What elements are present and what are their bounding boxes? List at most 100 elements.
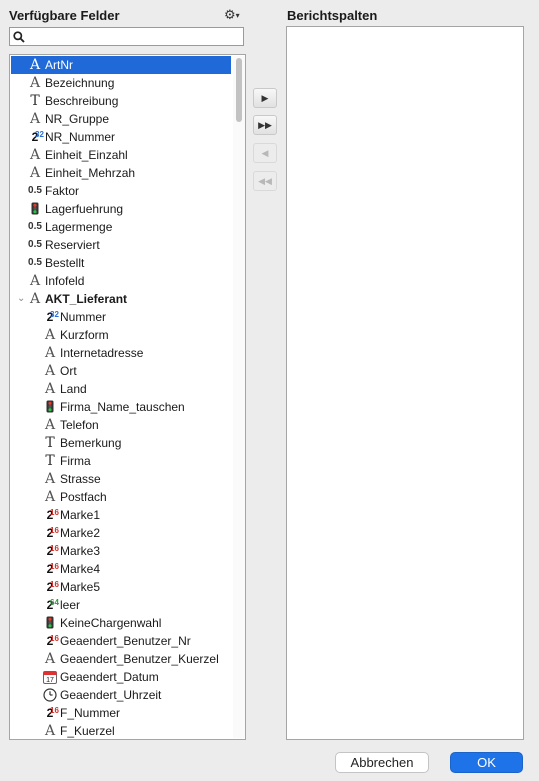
text-field-icon: A — [44, 327, 56, 343]
chevron-down-icon: ▾ — [235, 11, 240, 21]
list-item-label: Marke1 — [60, 508, 101, 522]
search-field[interactable] — [9, 27, 244, 46]
list-item[interactable]: Firma_Name_tauschen — [11, 398, 231, 416]
text-field-icon: A — [29, 273, 41, 289]
list-item[interactable]: 17 Geaendert_Datum — [11, 668, 231, 686]
decimal-field-icon: 0.5 — [28, 239, 42, 250]
list-item-label: Geaendert_Datum — [60, 670, 159, 684]
memo-field-icon: T — [30, 93, 40, 109]
text-field-icon: A — [44, 417, 56, 433]
ok-button[interactable]: OK — [450, 752, 523, 773]
list-item-label: Lagerfuehrung — [45, 202, 124, 216]
boolean-traffic-light-icon — [28, 200, 42, 218]
list-item-label: AKT_Lieferant — [45, 292, 128, 306]
remove-all-columns-button[interactable]: ◀◀ — [253, 171, 277, 191]
gear-menu[interactable]: ⚙▾ — [224, 7, 240, 23]
list-item[interactable]: Lagerfuehrung — [11, 200, 231, 218]
list-item[interactable]: A Strasse — [11, 470, 231, 488]
list-item-label: Marke5 — [60, 580, 101, 594]
boolean-traffic-light-icon — [43, 398, 57, 416]
list-item[interactable]: A Land — [11, 380, 231, 398]
list-item-label: Bestellt — [45, 256, 85, 270]
text-field-icon: A — [44, 363, 56, 379]
text-field-icon: A — [29, 57, 41, 73]
gear-icon: ⚙ — [224, 7, 236, 22]
list-item-label: Land — [60, 382, 87, 396]
scrollbar-thumb[interactable] — [236, 58, 242, 122]
svg-text:17: 17 — [46, 677, 54, 684]
list-item[interactable]: Geaendert_Uhrzeit — [11, 686, 231, 704]
list-item-label: Postfach — [60, 490, 107, 504]
memo-field-icon: T — [45, 453, 55, 469]
list-item[interactable]: KeineChargenwahl — [11, 614, 231, 632]
scrollbar-track[interactable] — [233, 56, 245, 738]
cancel-button[interactable]: Abbrechen — [335, 752, 429, 773]
list-item[interactable]: A Postfach — [11, 488, 231, 506]
search-input[interactable] — [28, 29, 244, 46]
list-item-label: Marke2 — [60, 526, 101, 540]
text-field-icon: A — [44, 471, 56, 487]
list-item-label: Marke3 — [60, 544, 101, 558]
text-field-icon: A — [29, 147, 41, 163]
disclosure-chevron-icon[interactable]: ⌄ — [17, 293, 26, 304]
list-item-label: Lagermenge — [45, 220, 113, 234]
list-item[interactable]: A Ort — [11, 362, 231, 380]
text-field-icon: A — [29, 75, 41, 91]
text-field-icon: A — [44, 381, 56, 397]
text-field-icon: A — [44, 489, 56, 505]
list-item[interactable]: A Einheit_Einzahl — [11, 146, 231, 164]
report-columns-title: Berichtspalten — [287, 8, 378, 23]
remove-column-button[interactable]: ◀ — [253, 143, 277, 163]
decimal-field-icon: 0.5 — [28, 221, 42, 232]
list-item-label: Einheit_Einzahl — [45, 148, 128, 162]
list-item[interactable]: ⌄A AKT_Lieferant — [11, 290, 231, 308]
list-item-label: Einheit_Mehrzah — [45, 166, 136, 180]
list-item-label: Ort — [60, 364, 77, 378]
calendar-icon: 17 — [43, 668, 57, 686]
list-item-label: Geaendert_Benutzer_Nr — [60, 634, 191, 648]
search-icon — [13, 31, 25, 43]
text-field-icon: A — [29, 291, 41, 307]
list-item-label: KeineChargenwahl — [60, 616, 162, 630]
add-all-columns-button[interactable]: ▶▶ — [253, 115, 277, 135]
add-column-button[interactable]: ▶ — [253, 88, 277, 108]
list-item-label: NR_Gruppe — [45, 112, 110, 126]
list-item-label: Geaendert_Benutzer_Kuerzel — [60, 652, 219, 666]
report-columns-list[interactable] — [286, 26, 524, 740]
list-item-label: Strasse — [60, 472, 101, 486]
